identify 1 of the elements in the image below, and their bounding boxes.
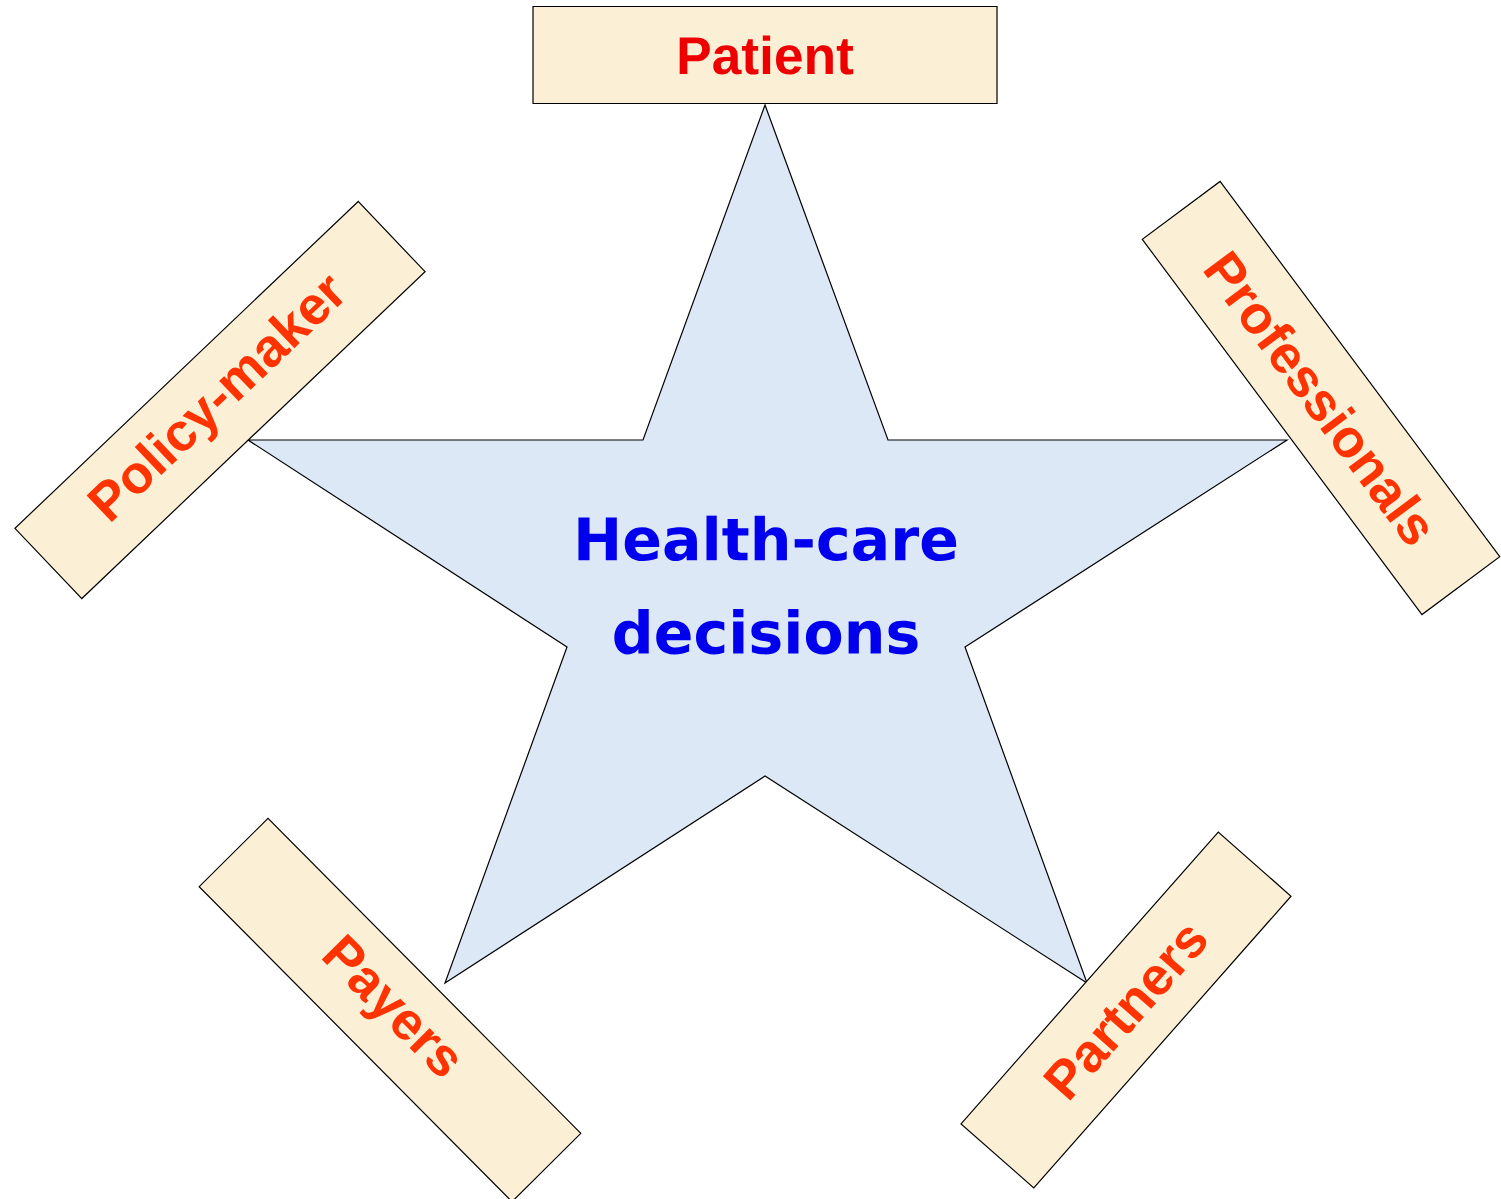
label-box: Patient (532, 5, 998, 105)
